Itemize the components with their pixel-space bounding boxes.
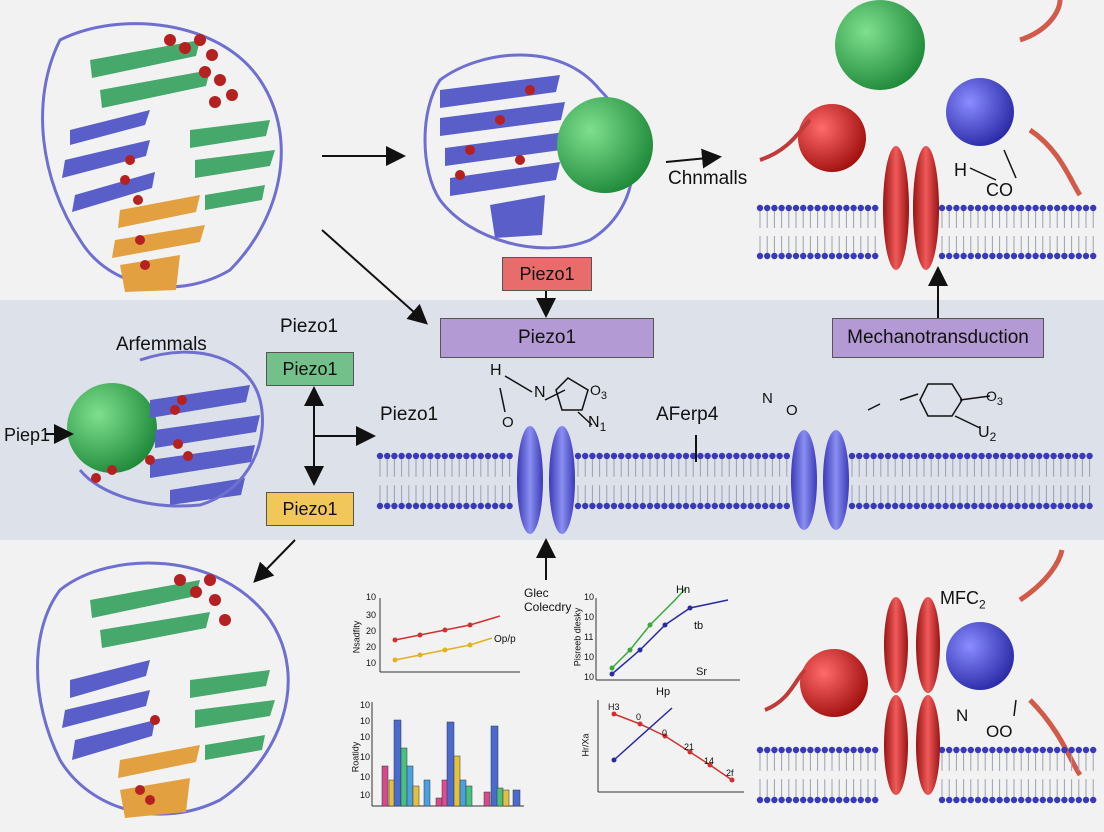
- colecdry-label: Colecdry: [524, 600, 572, 614]
- chart2-label-0: Hn: [676, 584, 691, 596]
- mini-chart-2: [595, 587, 740, 681]
- chart3-tick-0: 10: [360, 700, 371, 710]
- chem-o3-ring: O3: [590, 382, 607, 402]
- chart3-tick-5: 10: [360, 790, 371, 800]
- chem-n-mid: N: [762, 390, 773, 407]
- chart2-ylabel: Pisreeb dlesky: [572, 607, 583, 667]
- ion-channel-middle-right: [791, 430, 849, 530]
- chem-n1: N1: [588, 414, 606, 434]
- chem-o3-right: O3: [986, 388, 1003, 408]
- chem-h-co: H: [954, 160, 967, 180]
- piezo1-box-center: Piezo1: [440, 318, 654, 358]
- chart2-label-1: tb: [694, 620, 704, 632]
- chart2-label-2: Sr: [696, 666, 707, 678]
- chart4-label-5: 2f: [726, 768, 734, 778]
- piezo1-label-arrow: Piezo1: [380, 404, 439, 425]
- chem-co: CO: [986, 180, 1013, 200]
- piezo1-box-yellow: Piezo1: [266, 492, 354, 526]
- chart3-tick-2: 10: [360, 732, 371, 742]
- chart1-tick-1: 30: [366, 610, 377, 620]
- mfc-subscript: 2: [979, 597, 986, 612]
- chem-u2-text: U: [978, 424, 990, 441]
- ion-channel-middle-left: [517, 426, 575, 534]
- chnmalls-label: Chnmalls: [668, 168, 748, 189]
- chart3-ylabel: Roatidy: [350, 741, 361, 773]
- mini-chart-1: [379, 598, 520, 673]
- chart2-tick-2: 11: [584, 632, 594, 642]
- mini-chart-3: [371, 702, 524, 807]
- chem-oo-bottom: OO: [986, 722, 1013, 741]
- chart4-label-2: 0: [662, 728, 668, 738]
- membrane-bilayer-middle: [376, 452, 1093, 510]
- protein-structure-top-center: [423, 53, 653, 250]
- chart1-ylabel: Nsadfity: [351, 620, 362, 654]
- chem-o3-ring-sub: 3: [600, 389, 608, 402]
- chem-o-left: O: [502, 414, 514, 431]
- chart3-tick-4: 10: [360, 772, 371, 782]
- chem-n1-text: N: [588, 414, 600, 431]
- ion-channel-bottom-right: [884, 597, 940, 795]
- membrane-channel-bottom-right: [764, 549, 1083, 777]
- chart3-tick-3: 10: [360, 752, 371, 762]
- chart4-ylabel: Hr/Xa: [580, 733, 591, 757]
- chem-o3-right-sub: 3: [996, 395, 1004, 408]
- chart4-label-4: 14: [704, 756, 715, 766]
- protein-structure-bottom-left: [36, 561, 290, 818]
- chart3-tick-1: 10: [360, 716, 371, 726]
- mfc2-label: MFC2: [940, 588, 986, 612]
- chem-n-co-bottom: N: [956, 706, 969, 725]
- piep1-label: Piep1: [4, 425, 51, 445]
- chem-o-mid: O: [786, 402, 798, 419]
- piezo1-box-top: Piezo1: [502, 257, 592, 291]
- chart1-tick-4: 10: [366, 658, 377, 668]
- pathway-arrows: [46, 146, 948, 583]
- chart1-series-label: Op/p: [494, 634, 516, 645]
- chart2-tick-1: 10: [584, 612, 595, 622]
- chem-n-left: N: [534, 384, 546, 401]
- chart4-label-0: H3: [608, 702, 620, 712]
- chart1-tick-2: 20: [366, 626, 377, 636]
- chem-h-top: H: [490, 362, 502, 379]
- mini-chart-4: [597, 700, 744, 793]
- arfemmals-label: Arfemmals: [116, 334, 207, 355]
- chart2-tick-3: 10: [584, 652, 595, 662]
- chemical-structures: [499, 149, 1017, 717]
- aferp4-label: AFerp4: [656, 404, 719, 425]
- chart1-tick-0: 10: [366, 592, 377, 602]
- membrane-channel-top-right: [759, 0, 1083, 197]
- mechanotransduction-box: Mechanotransduction: [832, 318, 1044, 358]
- membrane-bilayer-top-right: [756, 204, 1097, 260]
- chart4-label-1: 0: [636, 712, 642, 722]
- chem-u2: U2: [978, 424, 996, 444]
- chart2-xlabel: Hp: [656, 686, 671, 698]
- ion-channel-top-right: [883, 146, 939, 270]
- chart2-tick-4: 10: [584, 672, 595, 682]
- chem-u2-sub: 2: [989, 430, 997, 445]
- chem-o3-right-text: O: [986, 388, 997, 404]
- piezo1-box-green: Piezo1: [266, 352, 354, 386]
- piezo1-label-above-green: Piezo1: [280, 316, 339, 337]
- protein-structure-top-left: [41, 22, 283, 292]
- chart1-tick-3: 20: [366, 642, 377, 652]
- chem-o3-ring-text: O: [590, 382, 601, 398]
- mfc-text: MFC: [940, 588, 979, 608]
- glec-label: Glec: [524, 586, 549, 600]
- chart4-label-3: 21: [684, 742, 695, 752]
- membrane-bilayer-bottom-right: [756, 746, 1097, 804]
- chem-n1-sub: 1: [599, 420, 607, 435]
- chart2-tick-0: 10: [584, 592, 595, 602]
- protein-structure-middle-left: [67, 350, 264, 508]
